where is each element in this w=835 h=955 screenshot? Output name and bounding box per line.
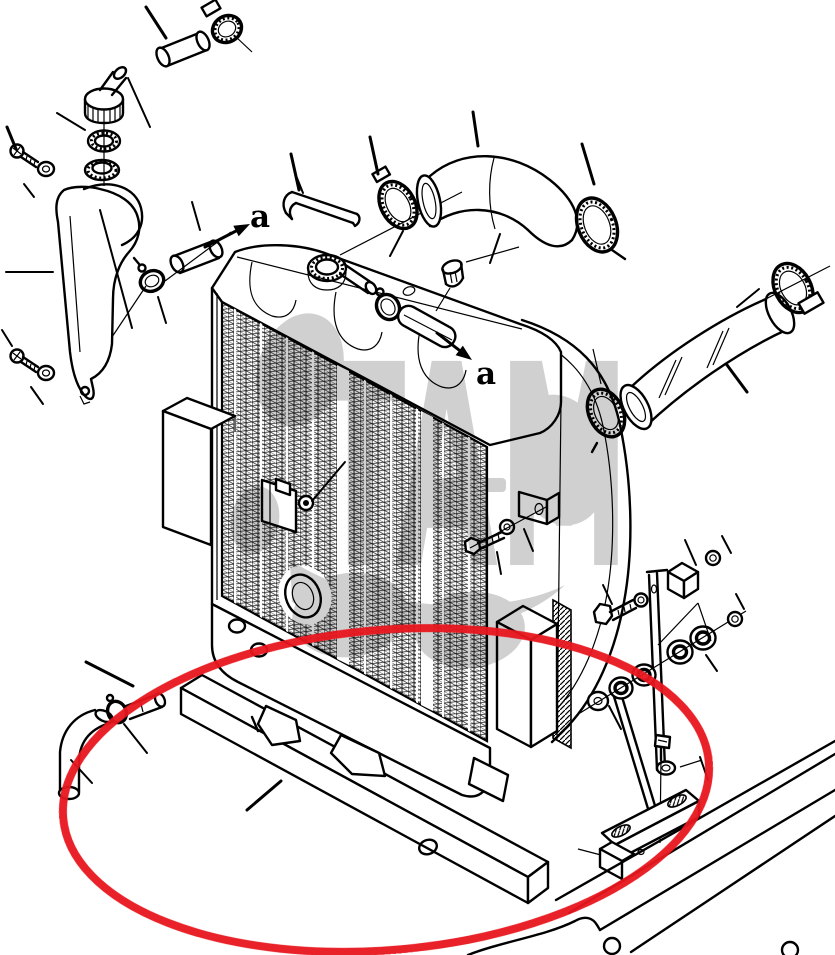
hose-clamp-icon [200,0,244,45]
lower-hose [619,291,796,431]
spacer-block [666,561,700,600]
tank-screw-upper [9,143,56,178]
beam-hole [418,838,438,856]
plug [441,259,465,288]
reserve-tank-assembly [9,66,232,405]
frame-hole [780,940,800,955]
overflow-clamp-icon [132,256,166,294]
mount-bolt [592,598,638,626]
hose-clamp-icon [755,261,831,315]
lower-hose-assembly [585,261,831,454]
top-hole [402,286,416,296]
base-mount-bracket [598,788,701,881]
section-label-a1: a [250,199,270,235]
breather-tube-assembly [155,0,244,68]
stay-rod [610,685,658,814]
nut-icon [633,592,649,608]
upper-hose [415,155,579,248]
arrowhead-icon [233,224,250,237]
breather-tube [155,30,211,68]
radiator-shroud-outline [520,318,632,744]
reserve-tank [55,185,141,401]
beam-packing [256,704,302,747]
radiator-foot-right [467,756,510,803]
label-arrow [203,229,238,249]
hose-clamp-icon [574,196,627,261]
section-labels: a a [203,199,496,392]
nut-icon [726,610,744,628]
radiator-foot [227,618,247,634]
tank-screw-lower [9,348,56,382]
section-label-a2: a [476,356,496,392]
nut-icon [704,549,722,567]
lower-support-beam [179,673,550,905]
wire-clamp-icon [371,282,402,322]
bracket-bolt [653,733,677,844]
filler-neck [306,253,348,291]
upper-support-channel [282,190,361,228]
leader-lines [1,5,760,856]
side-mount-bolt [463,506,547,556]
tank-drain-tip [79,385,91,397]
watermark: TAM [230,306,630,669]
hose-clamp-icon [339,165,463,256]
arrowhead-icon [455,345,472,360]
upper-hose-assembly [339,155,627,261]
watermark-text: TAM [315,306,630,632]
left-mount-pad [161,396,237,547]
tank-filler-neck [83,158,121,182]
frame-hole [602,936,622,955]
highlight-ellipse [58,624,714,955]
filler-cap [83,66,128,125]
label-arrow [435,331,461,352]
beam-packing [329,733,387,778]
